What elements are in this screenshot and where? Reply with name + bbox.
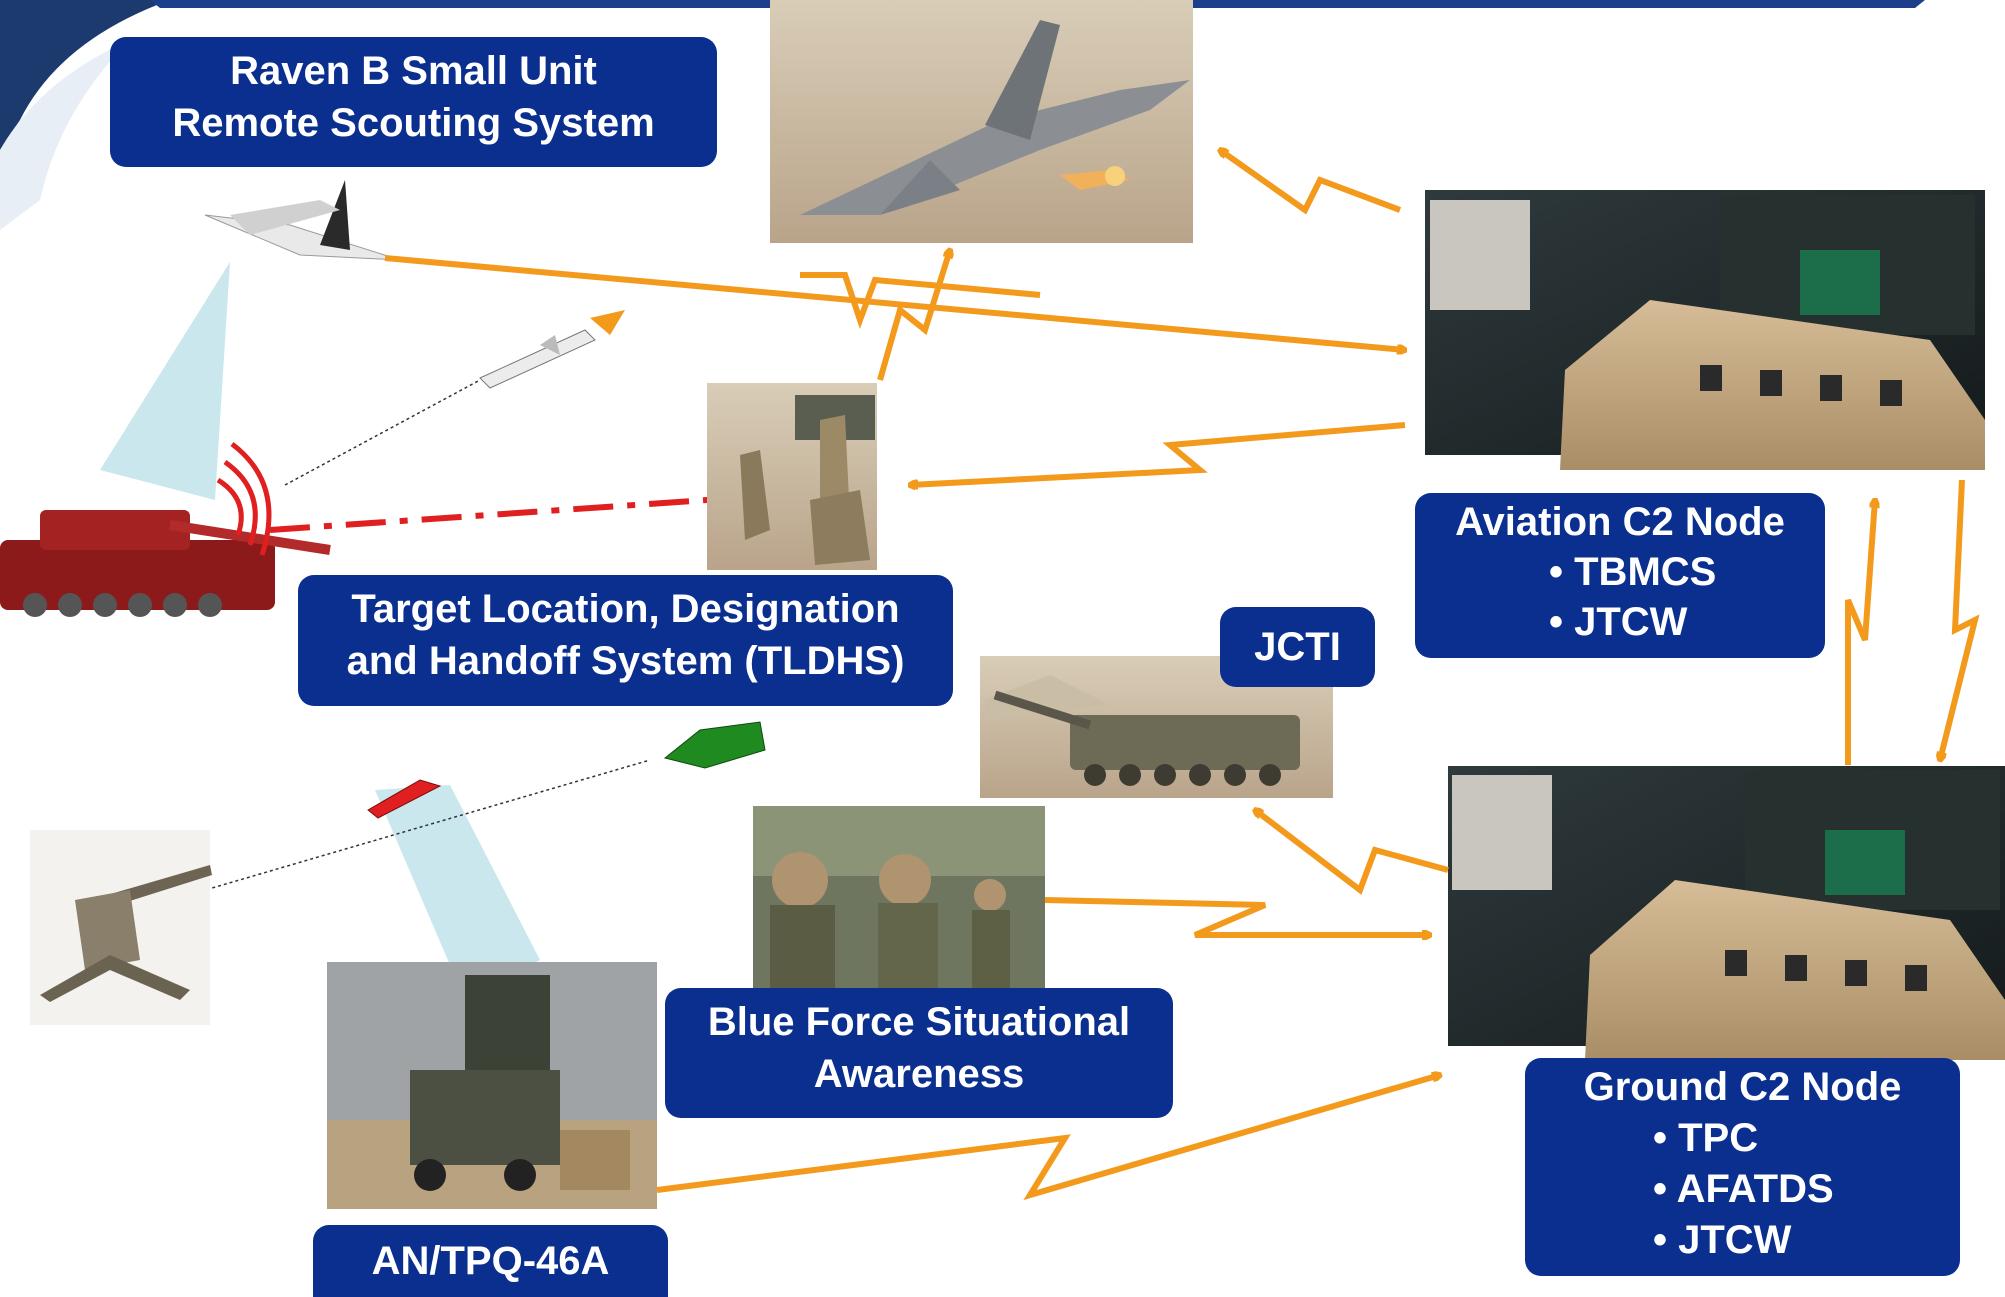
anti-aircraft-gun [30,830,212,1025]
tldhs-label-line1: Target Location, Designation [351,587,900,631]
aviation-node-item: • TBMCS [1549,550,1717,594]
ground-c2-tent-photo [1448,766,2005,1060]
self-propelled-howitzer-photo [980,656,1333,798]
blue-force-label: Blue Force Situational Awareness [665,988,1173,1118]
blue-force-label-line2: Awareness [813,1052,1025,1096]
comm-links [384,150,1980,1201]
link-radar-to-ground [656,1075,1440,1201]
blue-force-label-line1: Blue Force Situational [707,1000,1131,1044]
green-projectile-icon [663,721,766,769]
link-tldhs-to-jet [877,250,950,381]
link-aviation-to-jet [1220,150,1402,215]
aviation-node-item: • JTCW [1549,600,1688,644]
tldhs-label-line2: and Handoff System (TLDHS) [346,639,905,683]
aviation-c2-tent-photo [1425,190,1985,470]
ground-node-item: • JTCW [1653,1218,1792,1262]
radar-beam [375,785,540,1000]
raven-label-line2: Remote Scouting System [172,101,655,145]
raven-uav [204,180,401,261]
jet-fighter-photo [770,0,1193,243]
tank-target [0,510,331,617]
link-aviation-to-ground [1940,479,1980,760]
ground-node-item: • TPC [1653,1116,1759,1160]
red-projectile-icon [367,779,442,819]
raven-label-line1: Raven B Small Unit [230,49,597,93]
jcti-label-text: JCTI [1254,625,1341,669]
link-marines-to-ground [1044,897,1430,935]
ground-node-item: • AFATDS [1653,1167,1834,1211]
jcti-label: JCTI [1220,607,1375,687]
link-uav-to-jet-zig [800,272,1041,329]
marines-photo [753,806,1045,1001]
radar-truck-photo [327,962,657,1209]
aviation-node-label: Aviation C2 Node • TBMCS • JTCW [1415,493,1825,658]
signal-waves-icon [216,442,272,556]
link-ground-to-howitzer [1255,810,1449,895]
laser-designation-line [269,492,781,533]
link-aviation-to-tldhs [910,422,1406,485]
tldhs-team-photo [707,383,877,570]
ground-node-title: Ground C2 Node [1583,1065,1902,1109]
link-ground-to-aviation [1845,500,1875,765]
aviation-node-title: Aviation C2 Node [1455,500,1785,544]
ground-node-label: Ground C2 Node • TPC • AFATDS • JTCW [1525,1058,1960,1276]
cruise-missile [479,310,625,389]
raven-label: Raven B Small Unit Remote Scouting Syste… [110,37,717,167]
radar-label: AN/TPQ-46A [313,1225,668,1297]
uav-sensor-beam [100,262,230,500]
link-uav-to-aviation [384,255,1405,350]
radar-label-text: AN/TPQ-46A [371,1239,610,1283]
tldhs-label: Target Location, Designation and Handoff… [298,575,953,706]
